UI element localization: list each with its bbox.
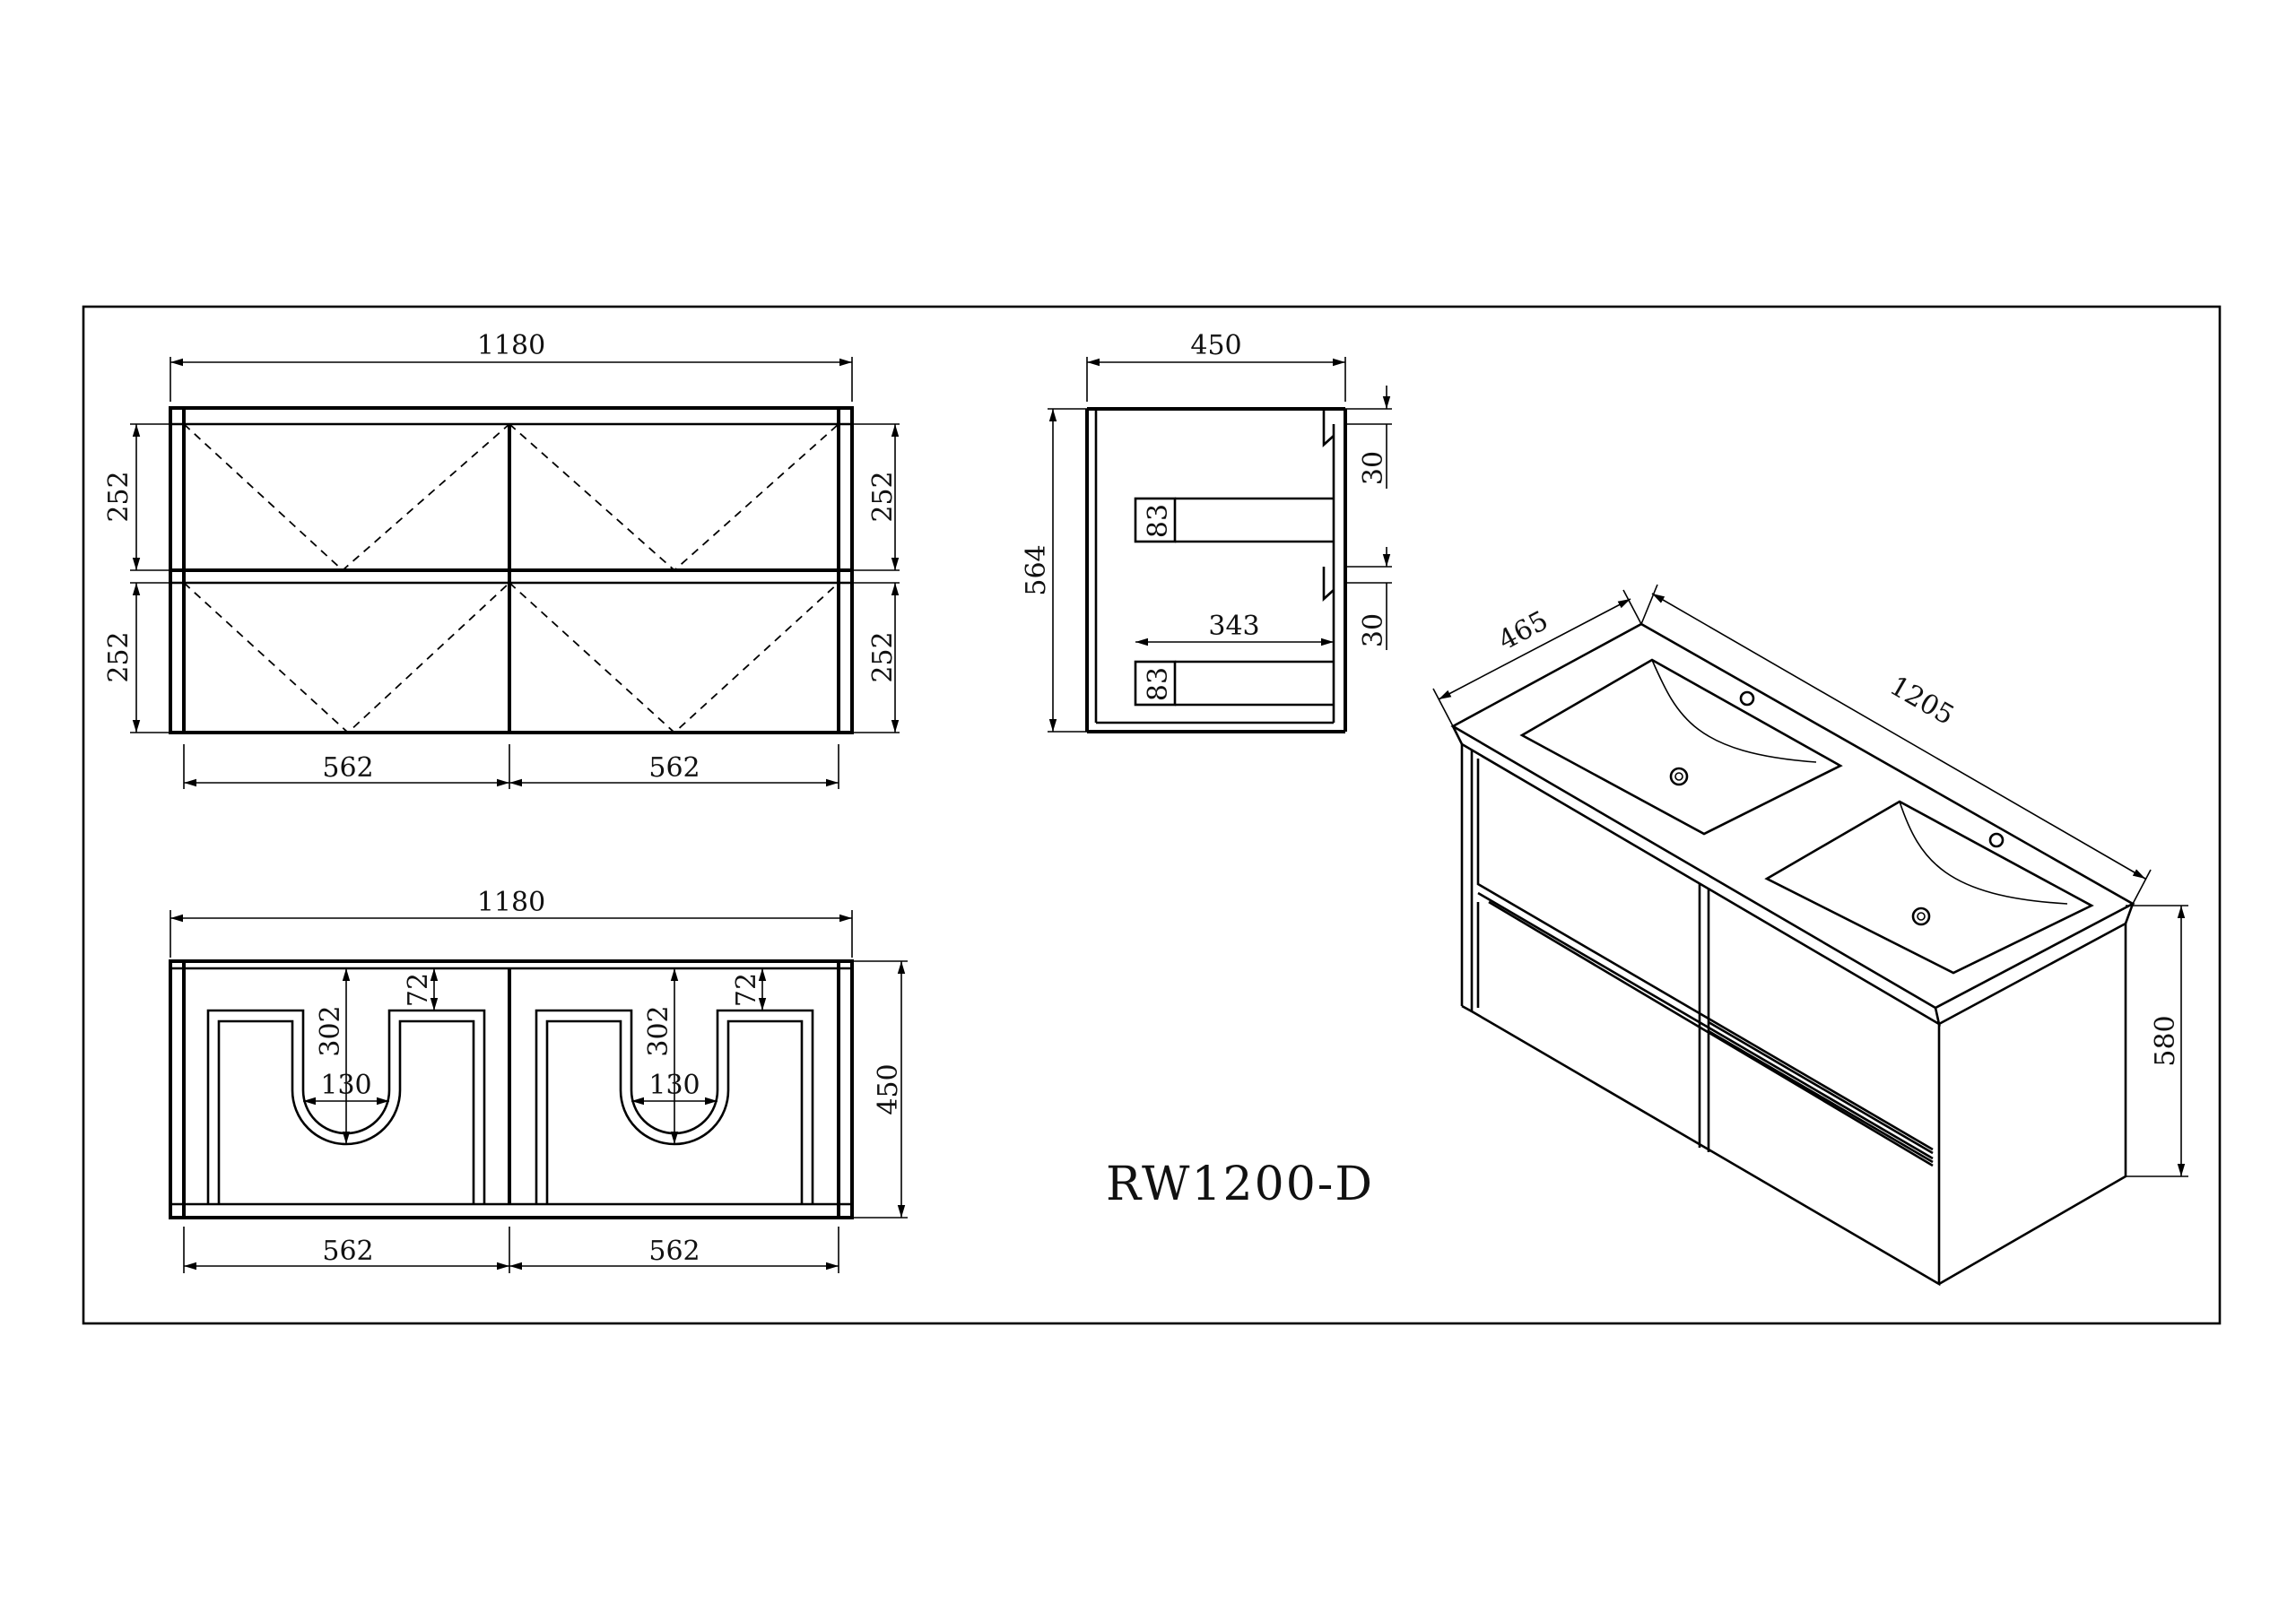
top-overall-width-label: 1180 bbox=[477, 887, 545, 918]
top-cutout-width-left: 130 bbox=[320, 1070, 371, 1101]
side-drawer-depth-label: 343 bbox=[1208, 611, 1259, 642]
front-overall-width-label: 1180 bbox=[477, 330, 545, 361]
drawing-border bbox=[82, 305, 2222, 1325]
front-drawer-height-top-right: 252 bbox=[867, 471, 899, 522]
side-view: 450 83 83 343 564 bbox=[1021, 330, 1392, 733]
top-setback-left: 72 bbox=[403, 973, 434, 1007]
side-top-gap-label: 30 bbox=[1358, 451, 1389, 485]
iso-height-label: 580 bbox=[2150, 1015, 2181, 1066]
side-height-label: 564 bbox=[1021, 544, 1052, 595]
top-cutout-depth-right: 302 bbox=[643, 1005, 674, 1056]
top-depth-label: 450 bbox=[873, 1063, 904, 1115]
top-cutout-width-right: 130 bbox=[648, 1070, 700, 1101]
top-view: 1180 302 130 72 302 130 72 450 bbox=[169, 887, 908, 1273]
front-view: 1180 252 252 252 252 bbox=[103, 330, 900, 789]
side-handle-height-bottom: 83 bbox=[1143, 667, 1174, 701]
top-drawer-width-left: 562 bbox=[322, 1236, 373, 1267]
top-setback-right: 72 bbox=[731, 973, 762, 1007]
top-cutout-depth-left: 302 bbox=[315, 1005, 346, 1056]
front-drawer-height-bottom-left: 252 bbox=[103, 631, 135, 682]
model-code: RW1200-D bbox=[1106, 1158, 1374, 1211]
top-drawer-width-right: 562 bbox=[648, 1236, 700, 1267]
side-handle-height-top: 83 bbox=[1143, 504, 1174, 538]
iso-depth-label: 465 bbox=[1493, 605, 1553, 657]
isometric-view: 465 1205 580 bbox=[1432, 584, 2188, 1287]
iso-width-label: 1205 bbox=[1884, 671, 1960, 732]
side-middle-gap-label: 30 bbox=[1358, 613, 1389, 647]
front-drawer-height-bottom-right: 252 bbox=[867, 631, 899, 682]
front-drawer-width-right: 562 bbox=[648, 752, 700, 784]
front-drawer-width-left: 562 bbox=[322, 752, 373, 784]
side-depth-label: 450 bbox=[1190, 330, 1241, 361]
front-drawer-height-top-left: 252 bbox=[103, 471, 135, 522]
